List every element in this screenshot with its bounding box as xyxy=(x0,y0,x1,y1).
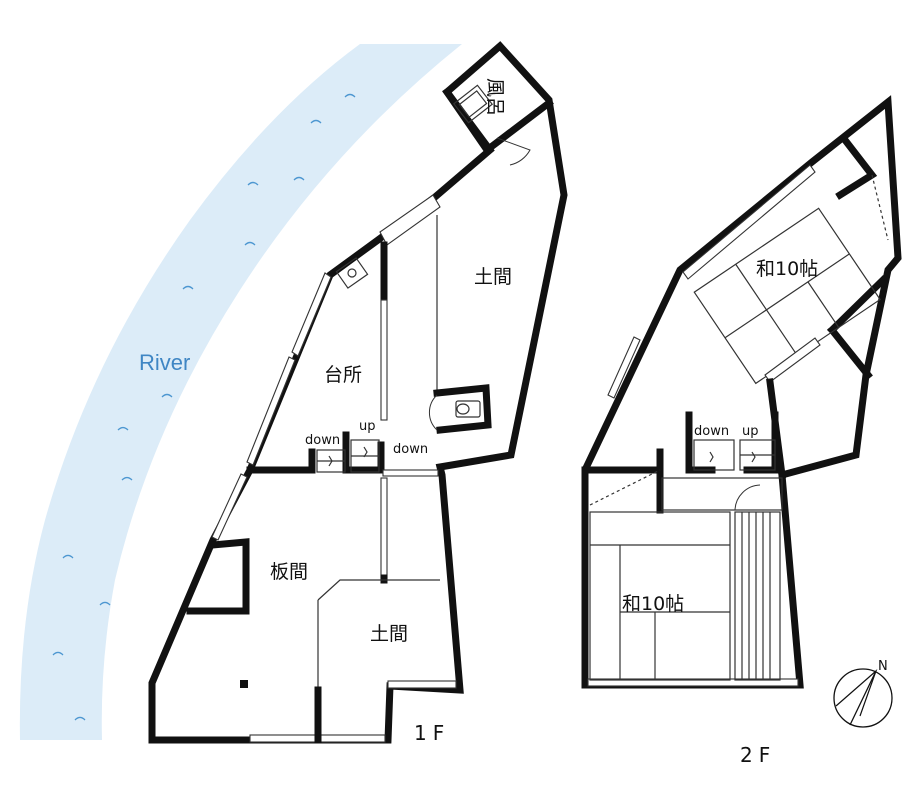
floor2-inner-wall xyxy=(581,378,786,514)
river: River xyxy=(19,44,463,740)
kitchen-exit-door[interactable] xyxy=(382,469,439,477)
compass-north-label: N xyxy=(878,659,888,674)
itama-label: 板間 xyxy=(270,561,308,583)
itama-storage-wall xyxy=(186,538,250,615)
river-waves xyxy=(52,93,356,721)
washitsu-upper-label: 和10帖 xyxy=(756,258,818,280)
floor2-landing xyxy=(661,477,783,511)
pillar xyxy=(240,680,248,688)
bathtub-icon xyxy=(452,84,494,124)
tatami-lower xyxy=(589,511,731,681)
river-label: River xyxy=(139,350,190,375)
stairs-down-right-label: down xyxy=(393,442,428,457)
floor2-long-stair xyxy=(734,511,781,681)
floor2-outer-wall xyxy=(581,95,902,689)
floor2-door[interactable] xyxy=(734,484,761,511)
floor1-outer-wall xyxy=(148,41,568,744)
toilet-door[interactable] xyxy=(428,394,438,431)
bath-door[interactable] xyxy=(496,137,531,166)
floor2-stairs xyxy=(693,439,776,471)
stairs-down-left-label: down xyxy=(305,433,340,448)
floor2-dashed-line xyxy=(589,469,661,506)
floor1-stairs xyxy=(316,439,380,473)
bath-label: 風呂 xyxy=(484,78,506,116)
floor-2: 和10帖 和10帖 down up 2F xyxy=(581,95,902,767)
stairs-down-label-2f: down xyxy=(694,424,729,439)
floor1-label: 1F xyxy=(414,721,450,745)
kitchen-label: 台所 xyxy=(324,364,362,386)
closet-dashed-line xyxy=(871,174,889,241)
floor-1: 風呂 土間 台所 板間 土間 up down down 1F xyxy=(148,41,568,745)
doma-edge-line xyxy=(317,579,440,601)
river-area xyxy=(19,44,463,740)
compass-icon: N xyxy=(833,659,893,728)
washitsu-lower-label: 和10帖 xyxy=(622,593,684,615)
kitchen-bottom-wall xyxy=(246,431,385,474)
floor2-label: 2F xyxy=(740,743,776,767)
stairs-up-label: up xyxy=(359,419,376,434)
doma-lower-label: 土間 xyxy=(370,623,408,645)
stairs-up-label-2f: up xyxy=(742,424,759,439)
floor2-windows xyxy=(587,164,821,687)
toilet-icon xyxy=(455,400,481,418)
kitchen-sliding-door[interactable] xyxy=(380,299,388,421)
itama-sliding-door[interactable] xyxy=(380,477,388,579)
toilet-wall xyxy=(433,384,492,434)
tatami-upper xyxy=(693,207,881,385)
doma-upper-label: 土間 xyxy=(474,266,512,288)
sink-icon xyxy=(335,257,369,289)
